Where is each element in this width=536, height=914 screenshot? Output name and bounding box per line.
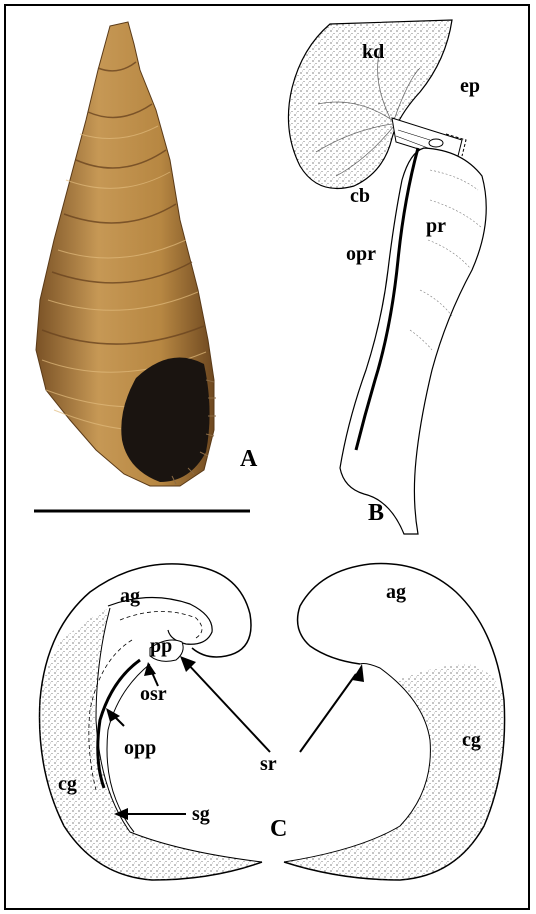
label-sg: sg (192, 803, 210, 825)
arrow-sr-left (186, 662, 270, 752)
panel-b-drawing (288, 20, 486, 534)
label-cb: cb (350, 185, 370, 207)
label-ag-left: ag (120, 585, 140, 607)
label-opr: opr (346, 243, 376, 265)
label-sr: sr (260, 753, 277, 775)
label-pp: pp (150, 635, 172, 657)
panel-label-c: C (270, 816, 287, 842)
panel-label-a: A (240, 446, 258, 472)
label-opp: opp (124, 737, 156, 759)
panel-c-left (40, 564, 263, 880)
label-ep: ep (460, 75, 480, 97)
label-pr: pr (426, 215, 446, 237)
arrow-sg (120, 790, 136, 806)
label-cg-left: cg (58, 773, 77, 795)
right-cg-region (284, 664, 505, 880)
arrow-sr-right (300, 674, 356, 752)
label-osr: osr (140, 683, 167, 705)
panel-label-b: B (368, 500, 384, 526)
label-kd: kd (362, 41, 384, 63)
label-ag-right: ag (386, 581, 406, 603)
shell-photo (36, 22, 216, 486)
panel-c-right (284, 564, 505, 880)
label-cg-right: cg (462, 729, 481, 751)
